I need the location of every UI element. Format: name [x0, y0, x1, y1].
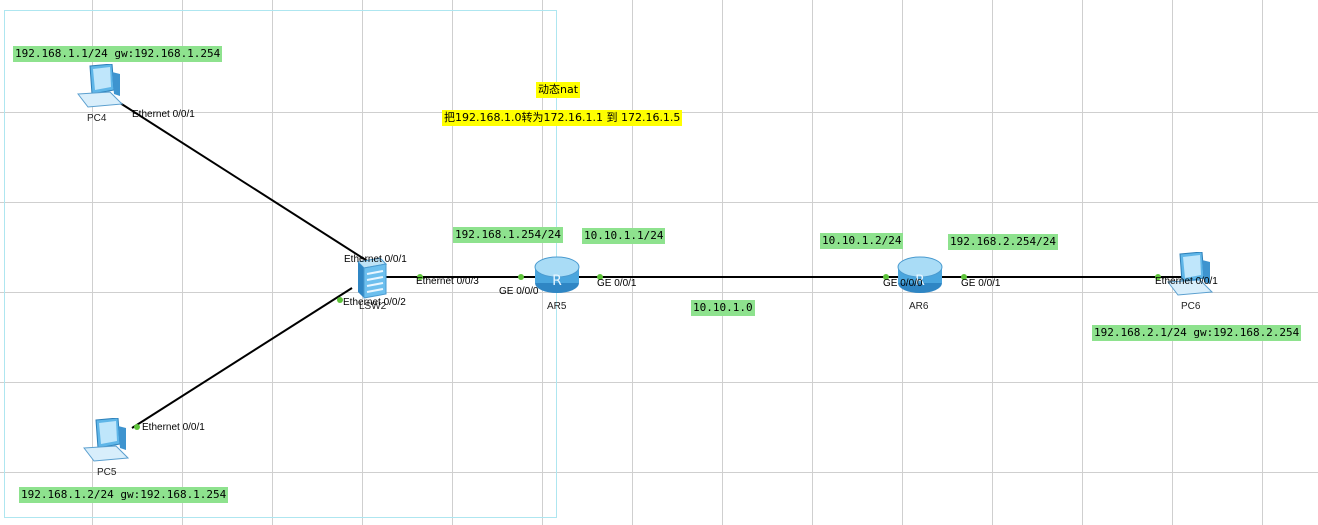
pc-icon — [83, 417, 130, 462]
ar6-port-in-label: GE 0/0/0 — [883, 278, 923, 289]
pc5-ip-label: 192.168.1.2/24 gw:192.168.1.254 — [19, 487, 229, 503]
ar5-ip-in-label: 192.168.1.254/24 — [453, 227, 563, 243]
link-pc4-lsw2[interactable] — [119, 102, 373, 265]
port-dot — [417, 274, 423, 280]
pc4-name: PC4 — [87, 113, 107, 124]
ar5-ip-out-label: 10.10.1.1/24 — [582, 228, 666, 244]
ar6-device[interactable]: R — [896, 253, 944, 299]
pc4-ip-label: 192.168.1.1/24 gw:192.168.1.254 — [13, 46, 223, 62]
port-dot — [961, 274, 967, 280]
pc6-ip-label: 192.168.2.1/24 gw:192.168.2.254 — [1092, 325, 1302, 341]
port-dot — [1155, 274, 1161, 280]
switch-icon — [356, 257, 388, 299]
note-title: 动态nat — [536, 82, 581, 98]
ar5-name: AR5 — [547, 301, 567, 312]
ar6-port-out-label: GE 0/0/1 — [961, 278, 1001, 289]
ar5-port-in-label: GE 0/0/0 — [499, 286, 539, 297]
lsw2-port-2-label: Ethernet 0/0/2 — [343, 297, 406, 308]
note-subtitle: 把192.168.1.0转为172.16.1.1 到 172.16.1.5 — [442, 110, 683, 126]
lsw2-port-1-label: Ethernet 0/0/1 — [344, 254, 407, 265]
port-dot — [518, 274, 524, 280]
pc-icon — [77, 63, 124, 108]
ar5-device[interactable]: R — [533, 253, 581, 299]
pc6-name: PC6 — [1181, 301, 1201, 312]
pc6-port-label: Ethernet 0/0/1 — [1155, 276, 1218, 287]
port-dot — [883, 274, 889, 280]
ar6-ip-out-label: 192.168.2.254/24 — [948, 234, 1058, 250]
svg-text:R: R — [915, 273, 925, 289]
port-dot — [337, 297, 343, 303]
port-dot — [597, 274, 603, 280]
svg-text:R: R — [552, 273, 562, 289]
ar6-name: AR6 — [909, 301, 929, 312]
port-dot — [134, 424, 140, 430]
pc4-port-label: Ethernet 0/0/1 — [132, 109, 195, 120]
router-icon: R — [897, 256, 943, 293]
ar6-ip-in-label: 10.10.1.2/24 — [820, 233, 904, 249]
pc4-device[interactable] — [76, 63, 124, 112]
network-label: 10.10.1.0 — [691, 300, 755, 316]
pc6-device[interactable] — [1166, 251, 1214, 300]
router-icon: R — [534, 256, 580, 293]
ar5-port-out-label: GE 0/0/1 — [597, 278, 637, 289]
pc5-port-label: Ethernet 0/0/1 — [142, 422, 205, 433]
lsw2-device[interactable] — [352, 256, 392, 304]
pc5-device[interactable] — [82, 417, 130, 466]
pc5-name: PC5 — [97, 467, 117, 478]
link-pc5-lsw2[interactable] — [131, 287, 353, 429]
pc-icon — [1167, 251, 1214, 296]
lsw2-name: LSW2 — [359, 301, 387, 312]
lsw2-port-3-label: Ethernet 0/0/3 — [416, 276, 479, 287]
